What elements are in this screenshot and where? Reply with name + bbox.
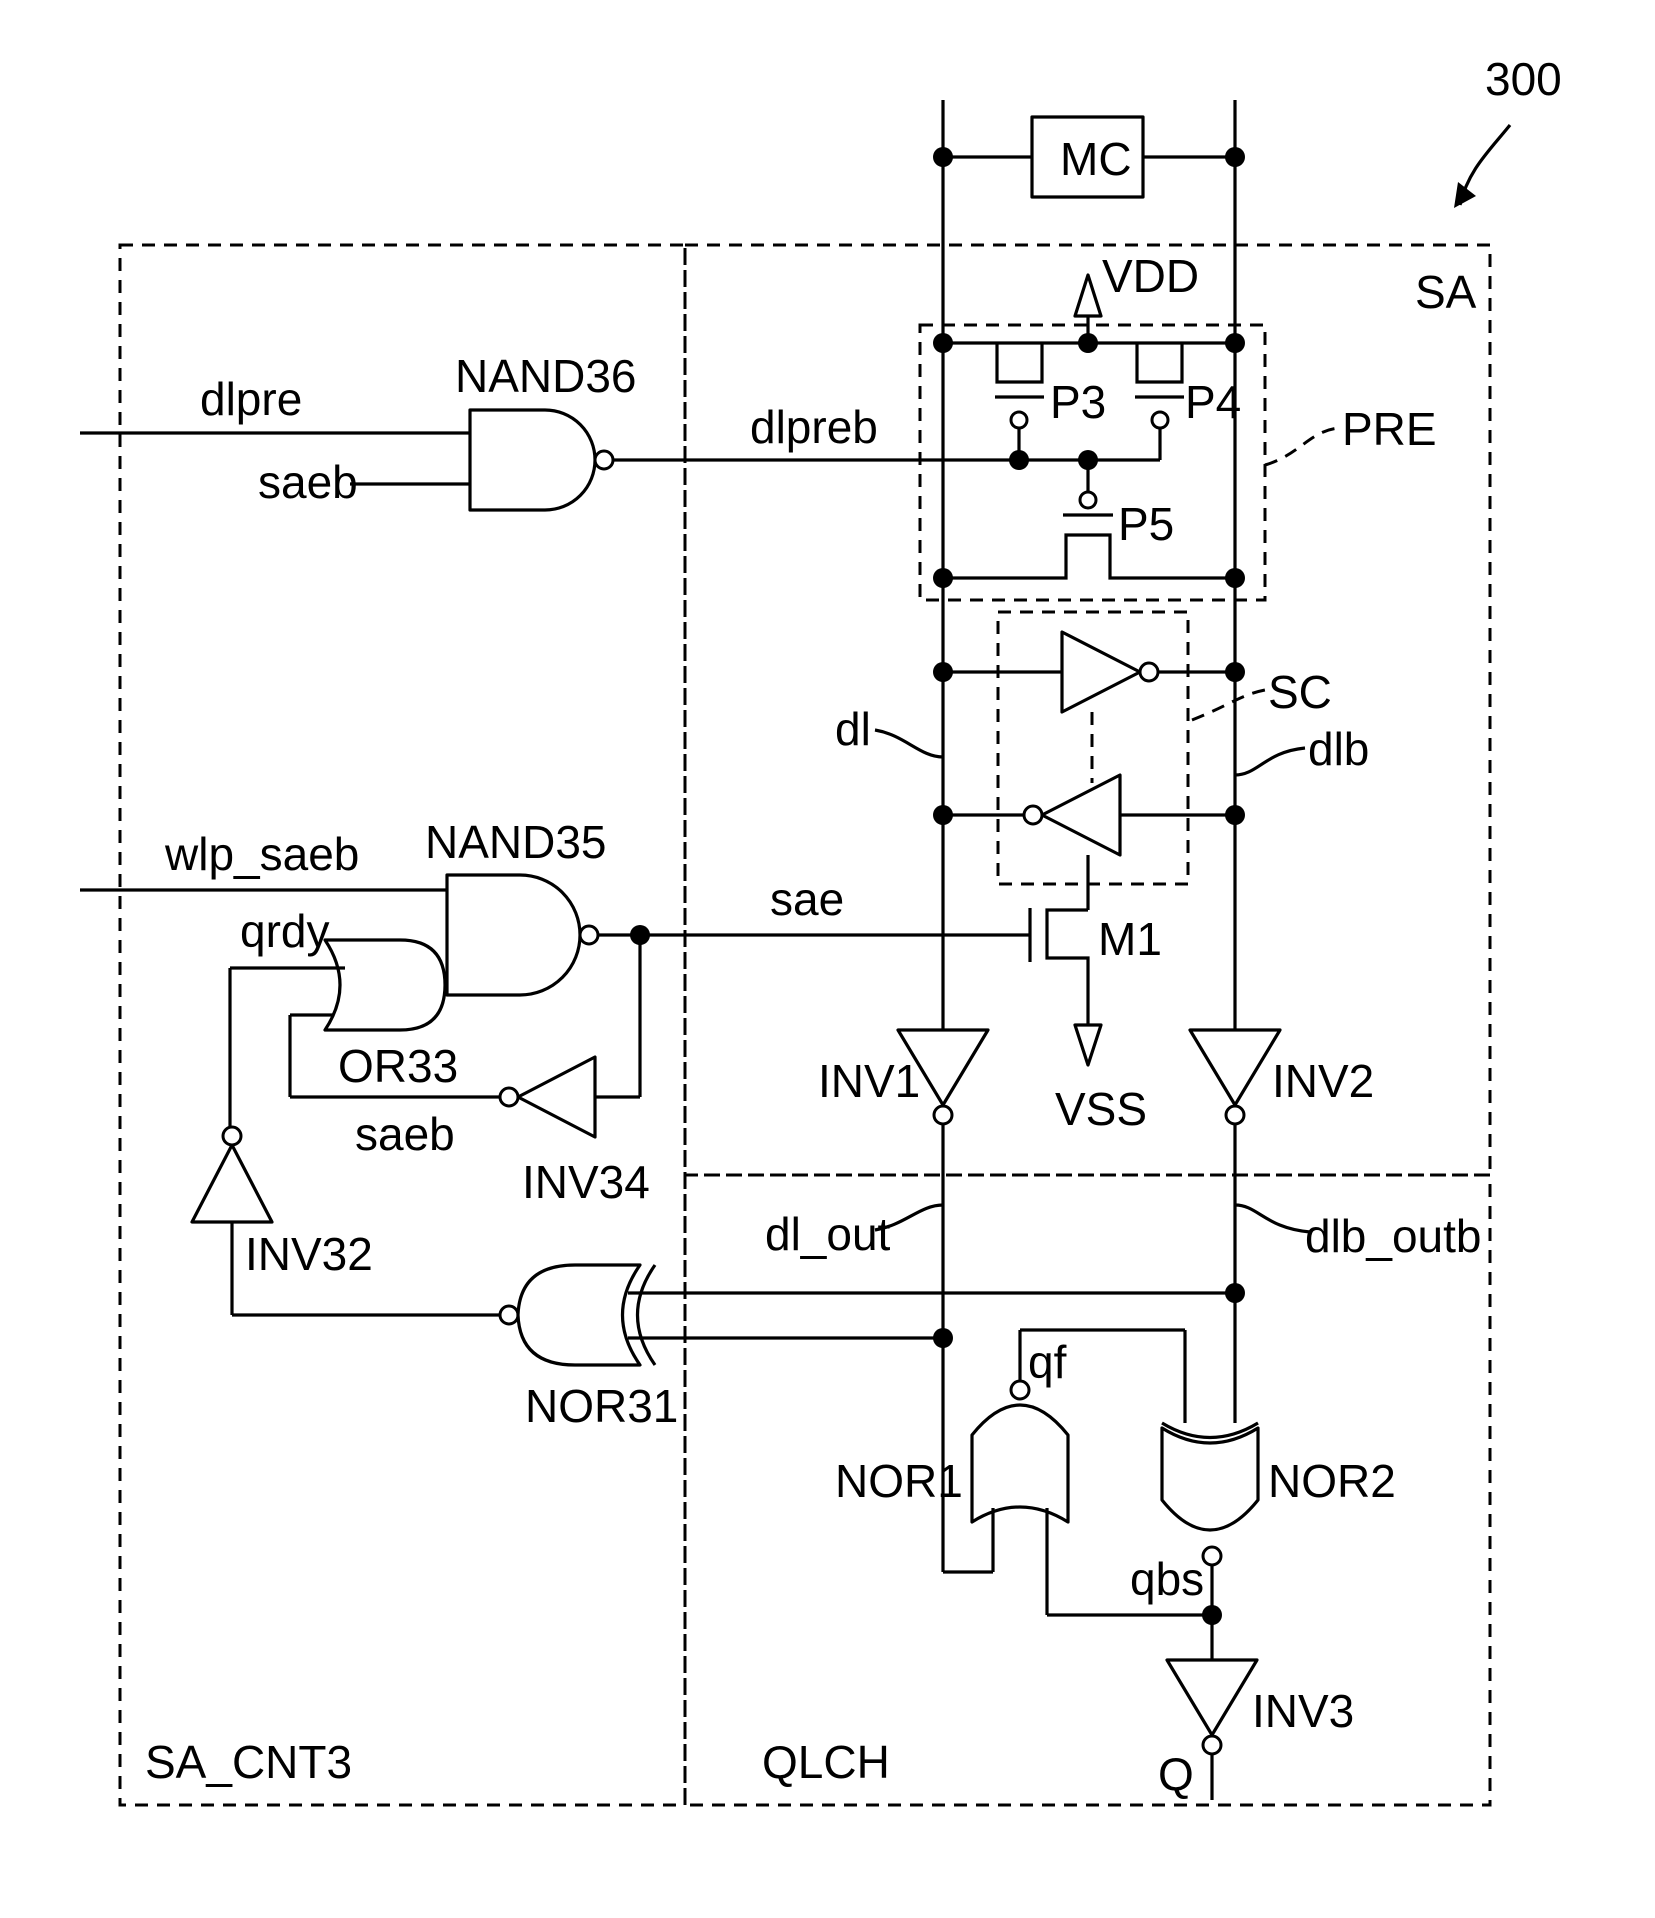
nor1-label: NOR1 [835,1455,963,1507]
sc-inverter-reverse [1042,775,1120,855]
sense-latch [933,632,1245,855]
vdd-label: VDD [1102,250,1199,302]
nor2-gate [1162,1428,1258,1530]
nand35-label: NAND35 [425,816,607,868]
sa-cnt3-label: SA_CNT3 [145,1736,352,1788]
p3-label: P3 [1050,376,1106,428]
dlb-outb-label: dlb_outb [1305,1210,1482,1262]
inv32-gate [192,1145,272,1222]
enable-transistor [1030,855,1101,1065]
or33-gate [325,940,445,1030]
pre-leader [1265,428,1340,465]
inv3-label: INV3 [1252,1685,1354,1737]
nor31-label: NOR31 [525,1380,678,1432]
inv1-label: INV1 [818,1055,920,1107]
vss-label: VSS [1055,1083,1147,1135]
m1-label: M1 [1098,913,1162,965]
or33-label: OR33 [338,1040,458,1092]
dlb-outb-leader [1235,1205,1310,1232]
inv32-label: INV32 [245,1228,373,1280]
labels: 300 MC VDD SA P3 P4 PRE P5 SC dl dlb dlp… [145,53,1562,1800]
nand36-label: NAND36 [455,350,637,402]
dl-label: dl [835,703,871,755]
inv3-gate [1167,1660,1257,1735]
wlp-saeb-label: wlp_saeb [164,828,359,880]
sc-inverter-forward [1062,632,1140,712]
pre-label: PRE [1342,403,1437,455]
nand36-gate [470,410,595,510]
dlb-label: dlb [1308,723,1369,775]
sa-label: SA [1415,266,1477,318]
inv34-label: INV34 [522,1156,650,1208]
sc-leader [1192,690,1265,720]
qf-label: qf [1028,1336,1067,1388]
q-label: Q [1158,1748,1194,1800]
inv2-label: INV2 [1272,1055,1374,1107]
dlpre-label: dlpre [200,373,302,425]
nor1-gate [972,1405,1068,1522]
nor31-gate-group [500,1265,1245,1365]
nor2-label: NOR2 [1268,1455,1396,1507]
dlb-leader [1235,748,1305,775]
m1-transistor [1047,910,1088,1025]
dl-leader [875,730,943,757]
p4-transistor [1137,343,1182,382]
qbs-label: qbs [1130,1553,1204,1605]
saeb-input-label: saeb [258,456,358,508]
nand36-gate-group [80,410,1019,510]
dl-out-label: dl_out [765,1208,891,1260]
inv2-gate [1190,1030,1280,1105]
p3-transistor [997,343,1042,382]
precharge-circuit [933,275,1245,588]
inv34-gate [518,1057,595,1137]
p5-transistor [943,535,1235,578]
p5-label: P5 [1118,498,1174,550]
vdd-symbol [1075,275,1101,316]
output-latch [943,1330,1258,1800]
vss-symbol [1075,1025,1101,1065]
sc-label: SC [1268,666,1332,718]
qlch-label: QLCH [762,1736,890,1788]
nor31-gate [518,1265,640,1365]
saeb-feedback-label: saeb [355,1108,455,1160]
dlpreb-label: dlpreb [750,401,878,453]
mc-label: MC [1060,133,1132,185]
p4-label: P4 [1185,376,1241,428]
qrdy-label: qrdy [240,905,329,957]
nand35-gate [447,875,580,995]
figure-number-label: 300 [1485,53,1562,105]
sae-label: sae [770,873,844,925]
